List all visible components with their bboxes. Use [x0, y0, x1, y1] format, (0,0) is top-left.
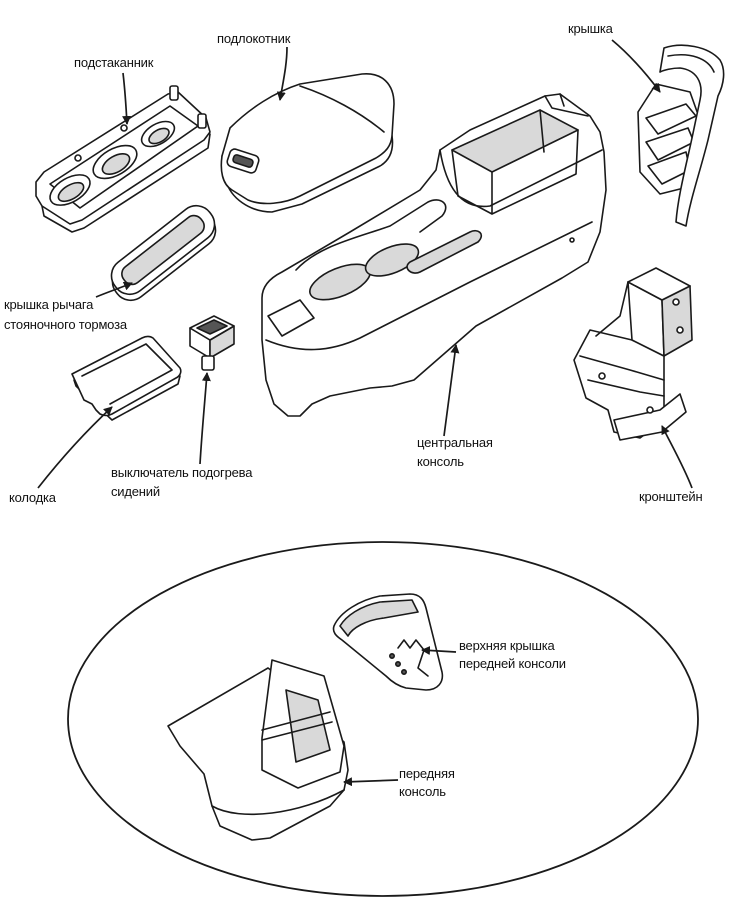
- label-bracket: кронштейн: [639, 487, 703, 506]
- bracket-cross-members: [579, 281, 665, 397]
- bracket-hole: [646, 406, 654, 414]
- label-armrest: подлокотник: [217, 29, 290, 48]
- cover-panel-edge: [667, 54, 715, 73]
- label-pad-text: колодка: [9, 490, 56, 505]
- label-cupholder: подстаканник: [74, 53, 153, 72]
- front-console-ellipse: [67, 541, 699, 897]
- label-parking-brake-cover: крышка рычага стояночного тормоза: [4, 295, 127, 335]
- console-slot: [406, 229, 483, 274]
- label-cover-text: крышка: [568, 21, 613, 36]
- shifter-indicator-dot: [394, 660, 401, 667]
- center-console-part: [261, 93, 607, 417]
- label-front-console-line-2: консоль: [399, 784, 446, 799]
- console-screw: [569, 237, 575, 243]
- console-waist-line: [265, 221, 593, 351]
- cupholder-post-2: [197, 113, 207, 129]
- console-cup-recess-2: [364, 243, 420, 277]
- armrest-crease: [299, 85, 385, 133]
- upper-cover-grip: [339, 599, 419, 637]
- bracket-hole: [676, 326, 684, 334]
- arrow-armrest: [276, 46, 288, 101]
- arrow-pad: [37, 406, 113, 489]
- cup-hole-1-inner: [57, 181, 85, 203]
- pad-plate: [71, 335, 182, 417]
- seat-heater-switch-part: [189, 315, 235, 371]
- cover-outer-panel: [659, 44, 725, 227]
- arrow-parking-brake-cover: [95, 281, 133, 298]
- brake-cover-opening: [121, 214, 205, 286]
- pad-inner-line: [81, 343, 173, 405]
- bracket-base-plate: [613, 393, 687, 441]
- armrest-part: [220, 73, 395, 213]
- label-center-console: центральная консоль: [417, 433, 493, 471]
- label-center-console-line-2: консоль: [417, 454, 464, 469]
- switch-button: [196, 319, 228, 335]
- cupholder-post-1: [169, 85, 179, 101]
- pad-part: [71, 335, 182, 421]
- bracket-hole: [598, 372, 606, 380]
- label-seat-heater-switch: выключатель подогрева сидений: [111, 463, 252, 501]
- label-center-console-line-1: центральная: [417, 435, 493, 450]
- label-cover: крышка: [568, 19, 613, 38]
- bracket-part: [573, 267, 693, 441]
- front-console-lower-curve: [211, 789, 345, 816]
- label-armrest-text: подлокотник: [217, 31, 291, 46]
- cup-hole-3-inner: [148, 127, 170, 145]
- armrest-top: [220, 73, 395, 205]
- console-front-tray: [267, 299, 315, 337]
- armrest-latch-inner: [232, 154, 254, 168]
- arrow-bracket: [661, 425, 693, 489]
- front-console-upper-cover-part: [332, 593, 444, 691]
- bracket-hole: [672, 298, 680, 306]
- label-front-console-upper-cover: верхняя крышка передней консоли: [459, 637, 566, 673]
- label-cupholder-text: подстаканник: [74, 55, 154, 70]
- arrow-center-console: [443, 344, 460, 437]
- cover-part: [637, 44, 725, 227]
- gear-area-contour: [295, 199, 447, 271]
- label-front-console-upper-cover-line-2: передней консоли: [459, 656, 566, 671]
- front-console-frame-opening: [285, 689, 331, 763]
- shifter-indicator-dot: [400, 668, 407, 675]
- front-console-part: [167, 659, 349, 841]
- cup-hole-2-inner: [101, 152, 131, 176]
- label-front-console: передняя консоль: [399, 765, 455, 801]
- parking-brake-cover-part: [110, 204, 217, 302]
- storage-box-wall: [451, 109, 579, 215]
- arrow-front-console-upper-cover: [421, 645, 457, 655]
- switch-connector: [201, 355, 215, 371]
- arrow-front-console: [343, 777, 399, 787]
- cupholder-tab: [74, 154, 82, 162]
- label-seat-heater-switch-line-1: выключатель подогрева: [111, 465, 253, 480]
- console-rear-rim: [544, 93, 589, 117]
- front-console-crossbar: [261, 711, 333, 741]
- cupholder-part: [35, 85, 211, 233]
- arrow-cupholder: [122, 72, 132, 125]
- label-front-console-line-1: передняя: [399, 766, 455, 781]
- label-parking-brake-cover-line-2: стояночного тормоза: [4, 317, 127, 332]
- label-bracket-text: кронштейн: [639, 489, 703, 504]
- arrow-cover: [611, 39, 661, 93]
- shifter-gate: [397, 639, 429, 677]
- label-parking-brake-cover-line-1: крышка рычага: [4, 297, 94, 312]
- arrow-seat-heater-switch: [199, 372, 211, 465]
- label-pad: колодка: [9, 488, 56, 507]
- label-front-console-upper-cover-line-1: верхняя крышка: [459, 638, 555, 653]
- bracket-top-plate: [627, 267, 691, 301]
- label-seat-heater-switch-line-2: сидений: [111, 484, 160, 499]
- shifter-indicator-dot: [388, 652, 395, 659]
- cupholder-tab: [120, 124, 128, 132]
